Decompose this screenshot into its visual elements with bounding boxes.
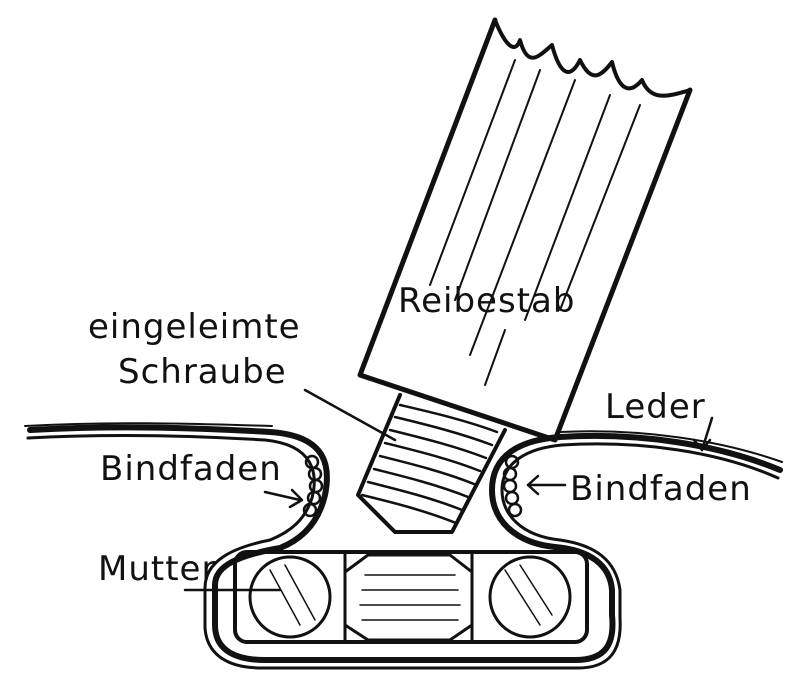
string-right-arrow-head <box>526 474 540 496</box>
label-screw-line2: Schraube <box>118 352 287 392</box>
label-string-right: Bindfaden <box>570 469 752 509</box>
string-coils-left <box>302 454 324 518</box>
pointers <box>183 388 714 592</box>
nut <box>233 550 589 644</box>
string-left-arrow-head <box>288 488 304 509</box>
glued-screw <box>356 393 507 534</box>
rubbing-rod <box>357 17 693 443</box>
string-coils-right <box>502 454 523 518</box>
screw-pointer-line <box>303 388 397 442</box>
label-screw-line1: eingeleimte <box>88 307 301 347</box>
leather <box>24 422 783 670</box>
label-string-left: Bindfaden <box>100 449 282 489</box>
label-leather: Leder <box>605 387 706 427</box>
label-nut: Mutter <box>98 549 216 589</box>
label-rubbing-rod: Reibestab <box>398 281 575 321</box>
leather-arrow-line <box>700 416 714 452</box>
leather-arrow-head <box>692 438 712 452</box>
string-left-arrow-line <box>263 490 302 502</box>
